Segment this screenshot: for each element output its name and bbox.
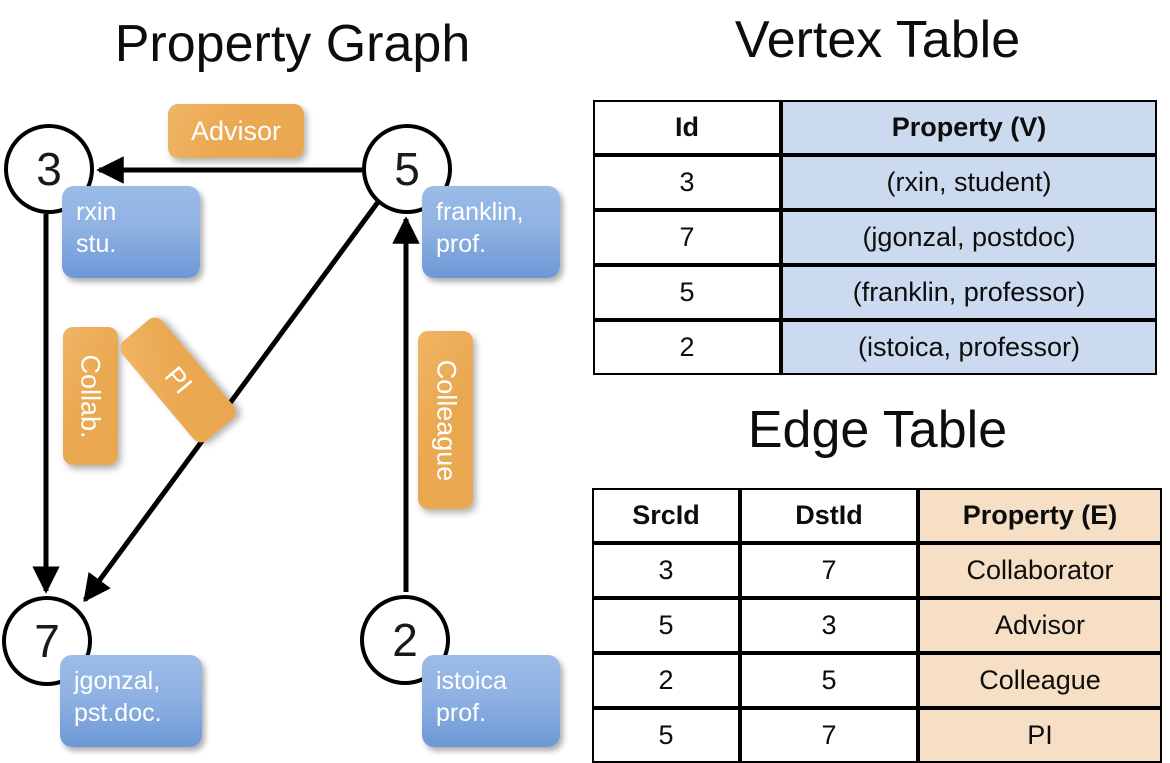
page-title-edge-table: Edge Table xyxy=(747,401,1008,459)
page-title-vertex-table: Vertex Table xyxy=(734,11,1021,69)
vertex-cell-id: 2 xyxy=(593,320,781,375)
edge-table-header-srcid: SrcId xyxy=(592,488,740,543)
vertex-cell-property: (rxin, student) xyxy=(781,155,1157,210)
vertex-cell-id: 3 xyxy=(593,155,781,210)
node-property-line-1: franklin, xyxy=(436,198,524,226)
edge-cell-srcid: 2 xyxy=(592,653,740,708)
node-property-callout-istoica: istoica prof. xyxy=(422,655,560,747)
node-property-line-1: rxin xyxy=(76,198,117,226)
node-property-callout-franklin: franklin, prof. xyxy=(422,186,560,278)
edge-cell-dstid: 5 xyxy=(740,653,918,708)
property-graph-diagram: 3 5 7 2 rxin stu. franklin, prof. jgonza… xyxy=(0,0,585,760)
vertex-cell-property: (istoica, professor) xyxy=(781,320,1157,375)
graph-edge-5-to-7 xyxy=(82,200,381,603)
edge-label-colleague-text: Colleague xyxy=(431,359,461,481)
table-row: 3 (rxin, student) xyxy=(593,155,1157,210)
graph-node-5[interactable]: 5 xyxy=(362,124,452,214)
edge-table-header-dstid: DstId xyxy=(740,488,918,543)
edge-label-pi-text: PI xyxy=(158,360,199,400)
edge-cell-srcid: 3 xyxy=(592,543,740,598)
edge-table: SrcId DstId Property (E) 3 7 Collaborato… xyxy=(592,488,1162,763)
node-property-line-2: prof. xyxy=(436,699,487,727)
edge-label-colleague: Colleague xyxy=(418,331,473,509)
graph-node-7-label: 7 xyxy=(34,615,60,667)
node-property-line-1: jgonzal, xyxy=(74,667,161,695)
vertex-cell-id: 5 xyxy=(593,265,781,320)
graph-node-5-label: 5 xyxy=(394,143,420,195)
page-title-property-graph: Property Graph xyxy=(114,15,471,73)
vertex-cell-id: 7 xyxy=(593,210,781,265)
table-row: 5 3 Advisor xyxy=(592,598,1162,653)
edge-table-header-row: SrcId DstId Property (E) xyxy=(592,488,1162,543)
edge-label-collab-text: Collab. xyxy=(76,353,107,439)
edge-label-advisor: Advisor xyxy=(168,104,304,158)
graph-node-2[interactable]: 2 xyxy=(360,595,450,685)
vertex-table: Id Property (V) 3 (rxin, student) 7 (jgo… xyxy=(593,100,1157,375)
node-property-callout-jgonzal: jgonzal, pst.doc. xyxy=(60,655,202,747)
edge-cell-dstid: 3 xyxy=(740,598,918,653)
edge-cell-srcid: 5 xyxy=(592,598,740,653)
vertex-cell-property: (franklin, professor) xyxy=(781,265,1157,320)
edge-cell-srcid: 5 xyxy=(592,708,740,763)
table-row: 3 7 Collaborator xyxy=(592,543,1162,598)
graph-node-3-label: 3 xyxy=(36,143,62,195)
vertex-cell-property: (jgonzal, postdoc) xyxy=(781,210,1157,265)
edge-cell-property: Colleague xyxy=(918,653,1162,708)
edge-label-advisor-text: Advisor xyxy=(190,115,282,146)
node-property-callout-rxin: rxin stu. xyxy=(62,186,200,278)
edge-cell-dstid: 7 xyxy=(740,543,918,598)
vertex-table-header-property: Property (V) xyxy=(781,100,1157,155)
table-row: 5 7 PI xyxy=(592,708,1162,763)
vertex-table-header-id: Id xyxy=(593,100,781,155)
table-row: 7 (jgonzal, postdoc) xyxy=(593,210,1157,265)
edge-cell-dstid: 7 xyxy=(740,708,918,763)
table-row: 2 5 Colleague xyxy=(592,653,1162,708)
node-property-line-2: pst.doc. xyxy=(74,699,162,727)
edge-cell-property: PI xyxy=(918,708,1162,763)
node-property-line-2: prof. xyxy=(436,230,487,258)
vertex-table-header-row: Id Property (V) xyxy=(593,100,1157,155)
node-property-line-1: istoica xyxy=(436,667,507,695)
graph-node-2-label: 2 xyxy=(392,614,418,666)
table-row: 5 (franklin, professor) xyxy=(593,265,1157,320)
edge-label-collab: Collab. xyxy=(63,327,118,465)
table-row: 2 (istoica, professor) xyxy=(593,320,1157,375)
graph-edge-arrows xyxy=(32,156,420,603)
edge-cell-property: Advisor xyxy=(918,598,1162,653)
edge-cell-property: Collaborator xyxy=(918,543,1162,598)
edge-table-header-property: Property (E) xyxy=(918,488,1162,543)
node-property-line-2: stu. xyxy=(76,230,117,258)
